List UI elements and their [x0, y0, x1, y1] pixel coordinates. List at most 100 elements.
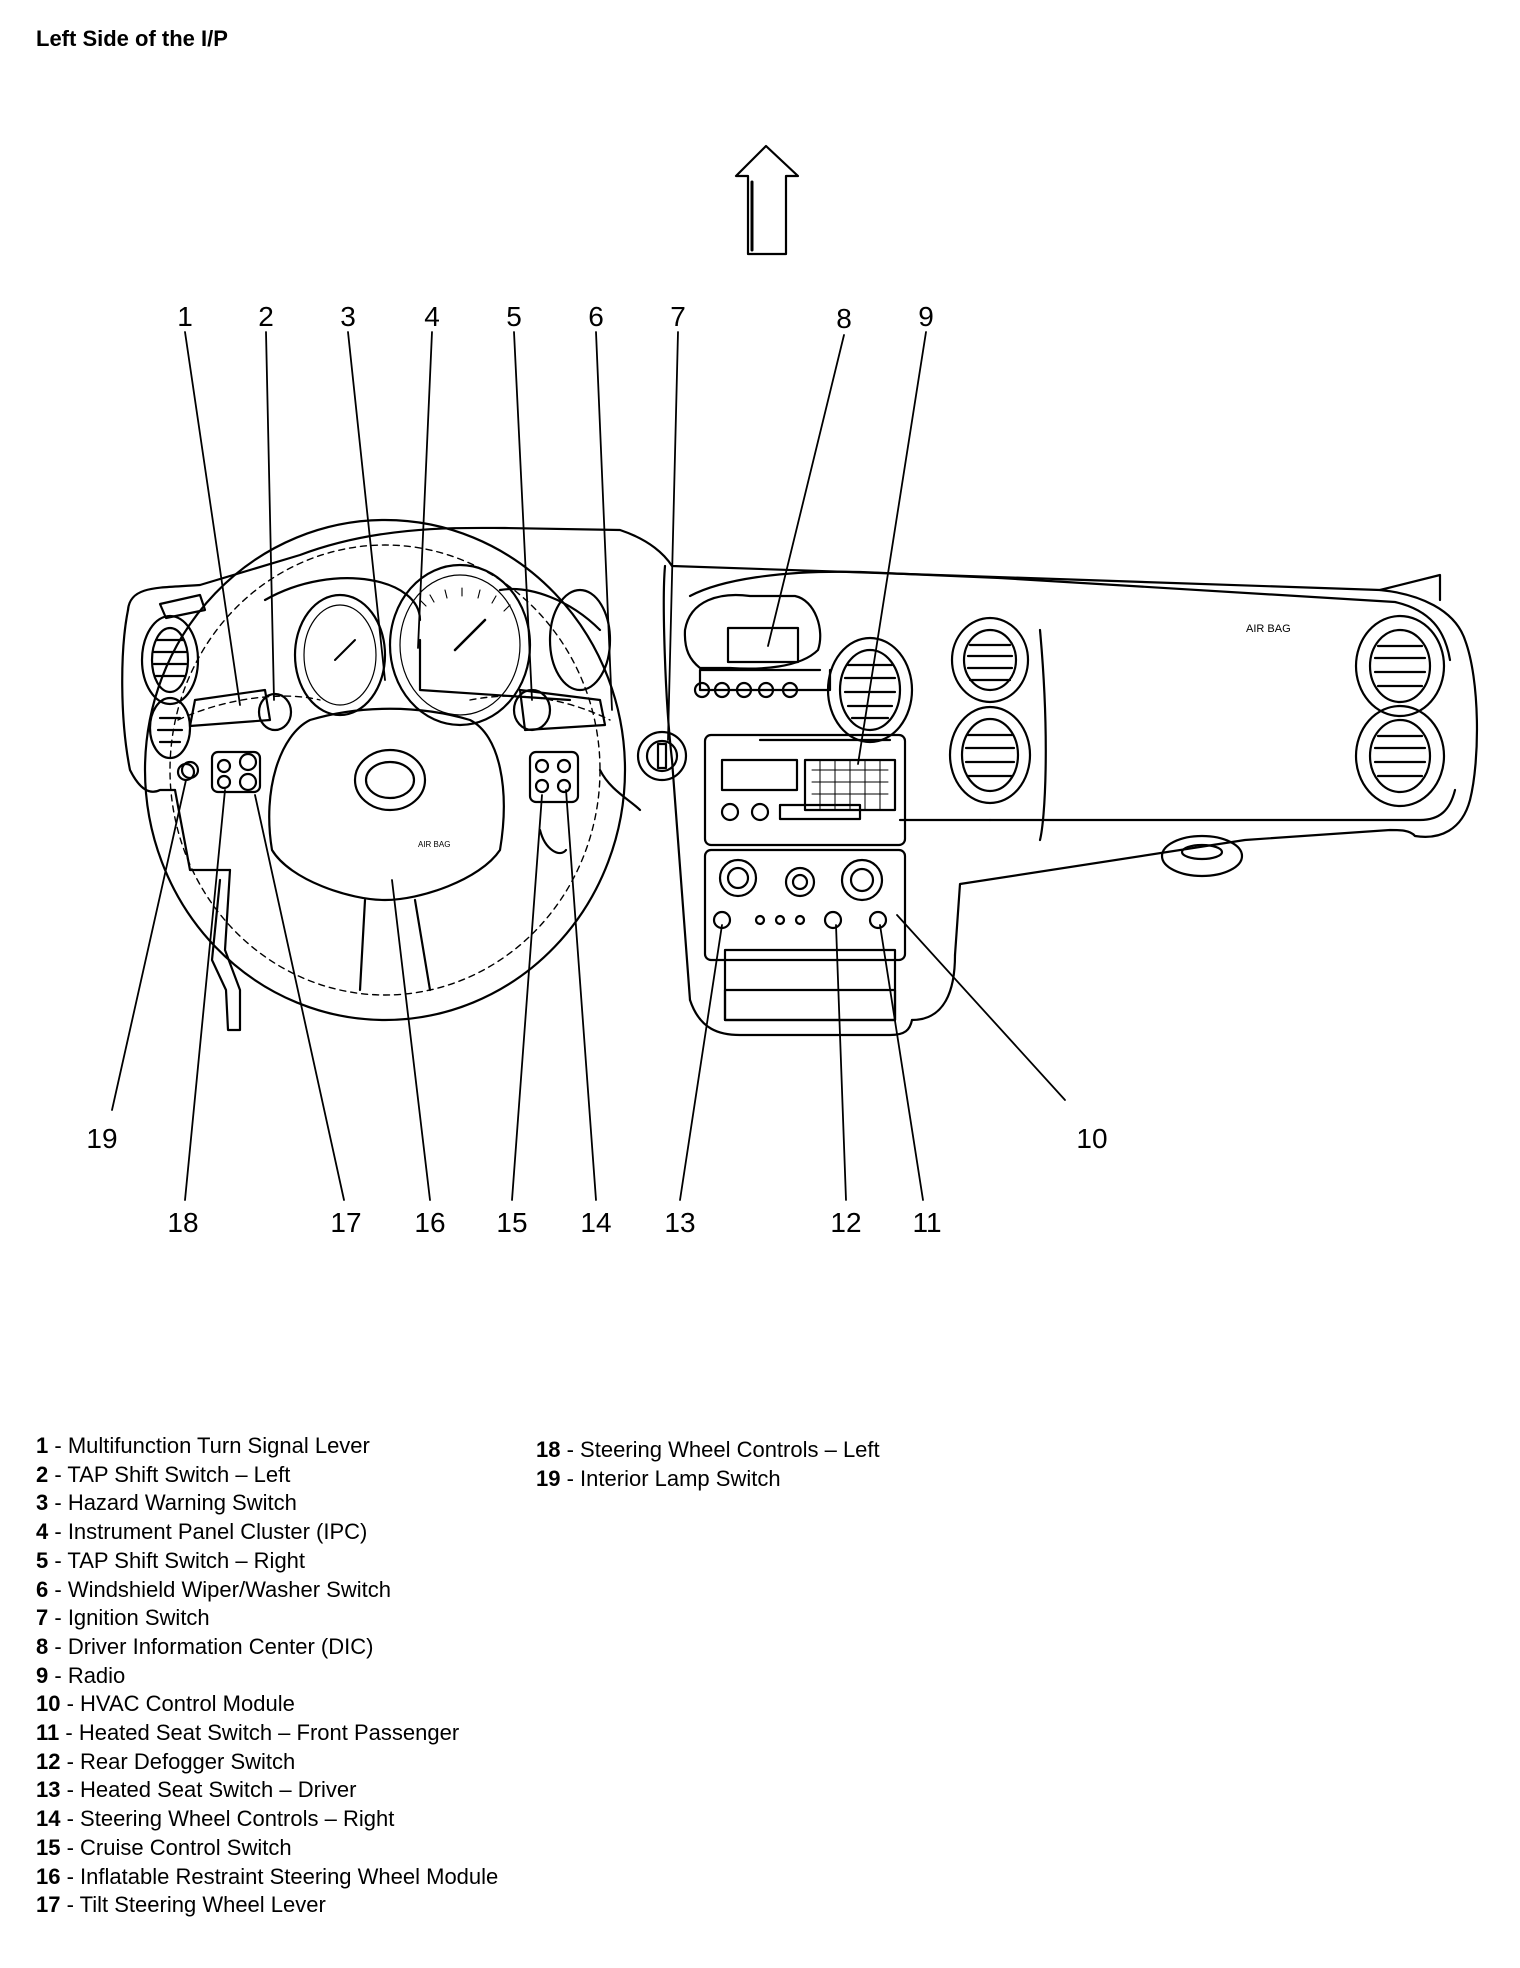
legend-item-8: 8 - Driver Information Center (DIC): [36, 1633, 498, 1662]
legend-separator: -: [48, 1633, 68, 1659]
legend-label: Ignition Switch: [67, 1605, 210, 1631]
legend-separator: -: [59, 1720, 79, 1746]
legend-item-3: 3 - Hazard Warning Switch: [36, 1489, 498, 1518]
legend-label: Multifunction Turn Signal Lever: [67, 1433, 370, 1458]
callout-2: 2: [258, 301, 274, 332]
legend-label: Heated Seat Switch – Front Passenger: [78, 1720, 460, 1746]
callout-3: 3: [340, 301, 356, 332]
legend-item-12: 12 - Rear Defogger Switch: [36, 1748, 498, 1777]
center-vent-icon: [826, 636, 914, 744]
legend-column-2: 18 - Steering Wheel Controls – Left 19 -…: [536, 1436, 880, 1493]
legend-number: 16: [36, 1863, 61, 1889]
legend-item-10: 10 - HVAC Control Module: [36, 1690, 498, 1719]
callout-18: 18: [167, 1207, 198, 1238]
callout-15: 15: [496, 1207, 527, 1238]
legend-item-18: 18 - Steering Wheel Controls – Left: [536, 1436, 880, 1465]
legend-item-15: 15 - Cruise Control Switch: [36, 1834, 498, 1863]
instrument-panel-diagram: AIR BAG: [86, 144, 1479, 1238]
legend-separator: -: [560, 1437, 581, 1462]
legend-separator: -: [48, 1576, 68, 1602]
center-stack: [683, 594, 907, 1022]
legend-item-6: 6 - Windshield Wiper/Washer Switch: [36, 1576, 498, 1605]
legend-separator: -: [48, 1490, 68, 1516]
leader-lines: [111, 331, 1066, 1201]
legend-number: 12: [36, 1748, 61, 1774]
legend-item-17: 17 - Tilt Steering Wheel Lever: [36, 1891, 498, 1920]
legend-label: Rear Defogger Switch: [80, 1748, 296, 1774]
callout-9: 9: [918, 301, 934, 332]
legend-item-2: 2 - TAP Shift Switch – Left: [36, 1461, 498, 1490]
legend-item-19: 19 - Interior Lamp Switch: [536, 1465, 880, 1494]
callout-8: 8: [836, 303, 852, 334]
legend-column-1: 1 - Multifunction Turn Signal Lever 2 - …: [36, 1432, 498, 1920]
legend-item-4: 4 - Instrument Panel Cluster (IPC): [36, 1518, 498, 1547]
legend-item-1: 1 - Multifunction Turn Signal Lever: [36, 1432, 498, 1461]
legend-separator: -: [560, 1465, 581, 1491]
legend-number: 7: [36, 1605, 49, 1631]
legend-separator: -: [48, 1605, 68, 1631]
legend-separator: -: [48, 1461, 68, 1487]
legend-number: 9: [36, 1662, 49, 1688]
callout-14: 14: [580, 1207, 611, 1238]
legend-item-16: 16 - Inflatable Restraint Steering Wheel…: [36, 1863, 498, 1892]
legend-number: 18: [536, 1437, 561, 1462]
legend-number: 6: [36, 1576, 49, 1602]
callout-12: 12: [830, 1207, 861, 1238]
callout-11: 11: [912, 1207, 941, 1238]
legend-separator: -: [60, 1892, 80, 1918]
steering-wheel: [143, 518, 627, 1022]
legend-number: 10: [36, 1691, 61, 1717]
legend-label: Tilt Steering Wheel Lever: [79, 1892, 326, 1918]
left-column-switches: [180, 688, 293, 794]
legend-number: 5: [36, 1547, 49, 1573]
callout-7: 7: [670, 301, 686, 332]
callout-6: 6: [588, 301, 604, 332]
legend-separator: -: [60, 1834, 81, 1860]
legend-number: 13: [36, 1777, 61, 1803]
legend-item-13: 13 - Heated Seat Switch – Driver: [36, 1776, 498, 1805]
legend-label: Hazard Warning Switch: [67, 1490, 297, 1516]
legend-label: Heated Seat Switch – Driver: [80, 1777, 357, 1803]
right-upper-vent-icon: [948, 616, 1032, 805]
legend-label: Driver Information Center (DIC): [67, 1633, 374, 1659]
legend-number: 8: [36, 1633, 49, 1659]
legend-label: HVAC Control Module: [80, 1691, 295, 1717]
legend-label: Windshield Wiper/Washer Switch: [67, 1576, 391, 1602]
legend-separator: -: [48, 1547, 68, 1573]
ignition-switch-icon: [636, 730, 688, 782]
legend-number: 1: [36, 1433, 49, 1458]
legend-item-14: 14 - Steering Wheel Controls – Right: [36, 1805, 498, 1834]
right-side-vent-icon: [1354, 614, 1446, 808]
legend-label: TAP Shift Switch – Left: [67, 1461, 291, 1487]
legend-number: 11: [36, 1720, 60, 1746]
legend-number: 3: [36, 1490, 49, 1516]
legend-label: Steering Wheel Controls – Right: [80, 1806, 395, 1832]
legend-separator: -: [60, 1806, 81, 1832]
legend-separator: -: [60, 1691, 81, 1717]
legend-item-9: 9 - Radio: [36, 1662, 498, 1691]
callout-5: 5: [506, 301, 522, 332]
legend-separator: -: [48, 1433, 68, 1458]
airbag-hub: AIR BAG: [268, 707, 505, 902]
legend-number: 14: [36, 1806, 61, 1832]
dashboard-outline: [121, 526, 1479, 1037]
legend-number: 4: [36, 1519, 49, 1545]
airbag-hub-label: AIR BAG: [418, 840, 450, 849]
legend-item-5: 5 - TAP Shift Switch – Right: [36, 1547, 498, 1576]
page-title: Left Side of the I/P: [36, 26, 228, 51]
callout-17: 17: [330, 1207, 361, 1238]
legend-label: Radio: [67, 1662, 126, 1688]
callout-10: 10: [1076, 1123, 1107, 1154]
legend-number: 17: [36, 1892, 61, 1918]
callout-13: 13: [664, 1207, 695, 1238]
legend-label: Interior Lamp Switch: [580, 1465, 781, 1491]
right-column-switches: [512, 688, 607, 855]
callout-1: 1: [177, 301, 193, 332]
legend-item-7: 7 - Ignition Switch: [36, 1604, 498, 1633]
legend-number: 19: [536, 1465, 561, 1491]
callout-4: 4: [424, 301, 440, 332]
callout-numbers: 1 2 3 4 5 6 7 8 9 10 11 12 13 14 15 16 1…: [86, 301, 1107, 1238]
legend-label: Cruise Control Switch: [80, 1834, 292, 1860]
legend-number: 2: [36, 1461, 49, 1487]
legend-label: Instrument Panel Cluster (IPC): [67, 1519, 368, 1545]
